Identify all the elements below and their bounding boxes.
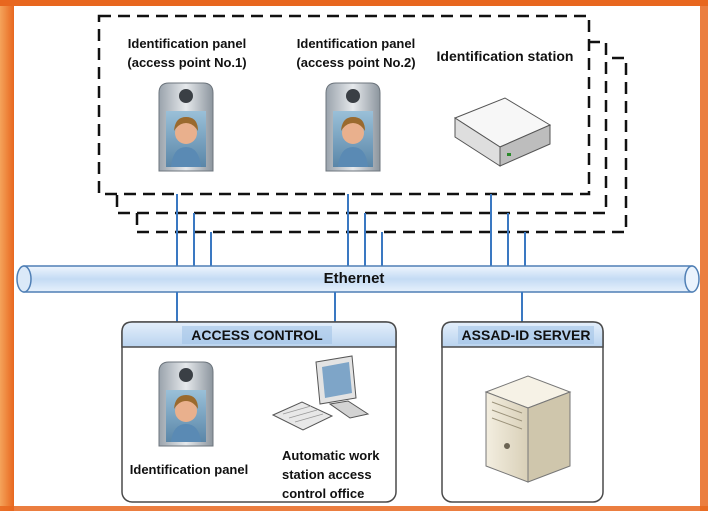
access-control-title: ACCESS CONTROL <box>191 327 323 343</box>
id-panel-1-icon <box>158 82 214 172</box>
right-accent-bar <box>700 0 708 511</box>
id-panel-2-label: Identification panel (access point No.2) <box>281 34 431 72</box>
id-panel-1-label: Identification panel (access point No.1) <box>112 34 262 72</box>
access-point-frame-back2 <box>135 56 628 234</box>
id-panel-1-line2: (access point No.1) <box>127 55 247 70</box>
workstation-line3: control office <box>282 486 365 501</box>
ethernet-bus <box>16 265 700 293</box>
ethernet-label: Ethernet <box>323 270 385 287</box>
bottom-links <box>176 292 523 322</box>
id-panel-2-icon <box>325 82 381 172</box>
workstation-icon <box>271 355 370 431</box>
id-panel-2-line1: Identification panel <box>296 36 416 51</box>
access-point-frame-front <box>97 14 591 196</box>
workstation-line2: station access <box>282 467 372 482</box>
access-point-frame-back1 <box>115 40 608 215</box>
server-title: ASSAD-ID SERVER <box>461 327 591 343</box>
top-links <box>176 194 526 266</box>
workstation-label: Automatic work station access control of… <box>282 446 394 503</box>
access-id-panel-icon <box>158 361 214 447</box>
access-point-frames <box>97 14 628 234</box>
id-panel-2-line2: (access point No.2) <box>296 55 416 70</box>
id-panel-1-line1: Identification panel <box>127 36 247 51</box>
server-tower-icon <box>484 375 572 483</box>
id-station-label: Identification station <box>436 48 574 64</box>
workstation-line1: Automatic work <box>282 448 380 463</box>
top-accent-bar <box>0 0 708 6</box>
id-station-icon <box>453 97 552 167</box>
bottom-accent-bar <box>0 506 708 511</box>
left-accent-bar <box>0 0 14 511</box>
access-id-panel-label: Identification panel <box>129 462 249 477</box>
